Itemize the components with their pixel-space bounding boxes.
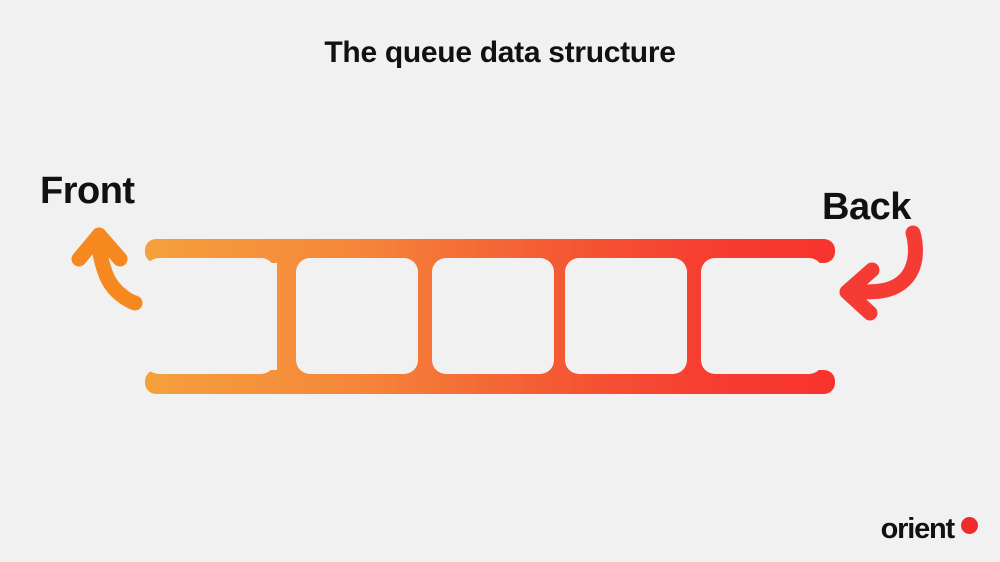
front-label: Front <box>40 170 135 212</box>
front-arrow-icon <box>71 227 143 311</box>
logo-wordmark: orient <box>880 513 956 545</box>
page-title: The queue data structure <box>324 36 676 69</box>
orient-logo: orient <box>881 515 978 544</box>
logo-dot-icon <box>961 516 978 534</box>
back-label: Back <box>822 186 911 228</box>
back-arrow-icon <box>839 225 923 321</box>
queue-body <box>145 239 835 394</box>
